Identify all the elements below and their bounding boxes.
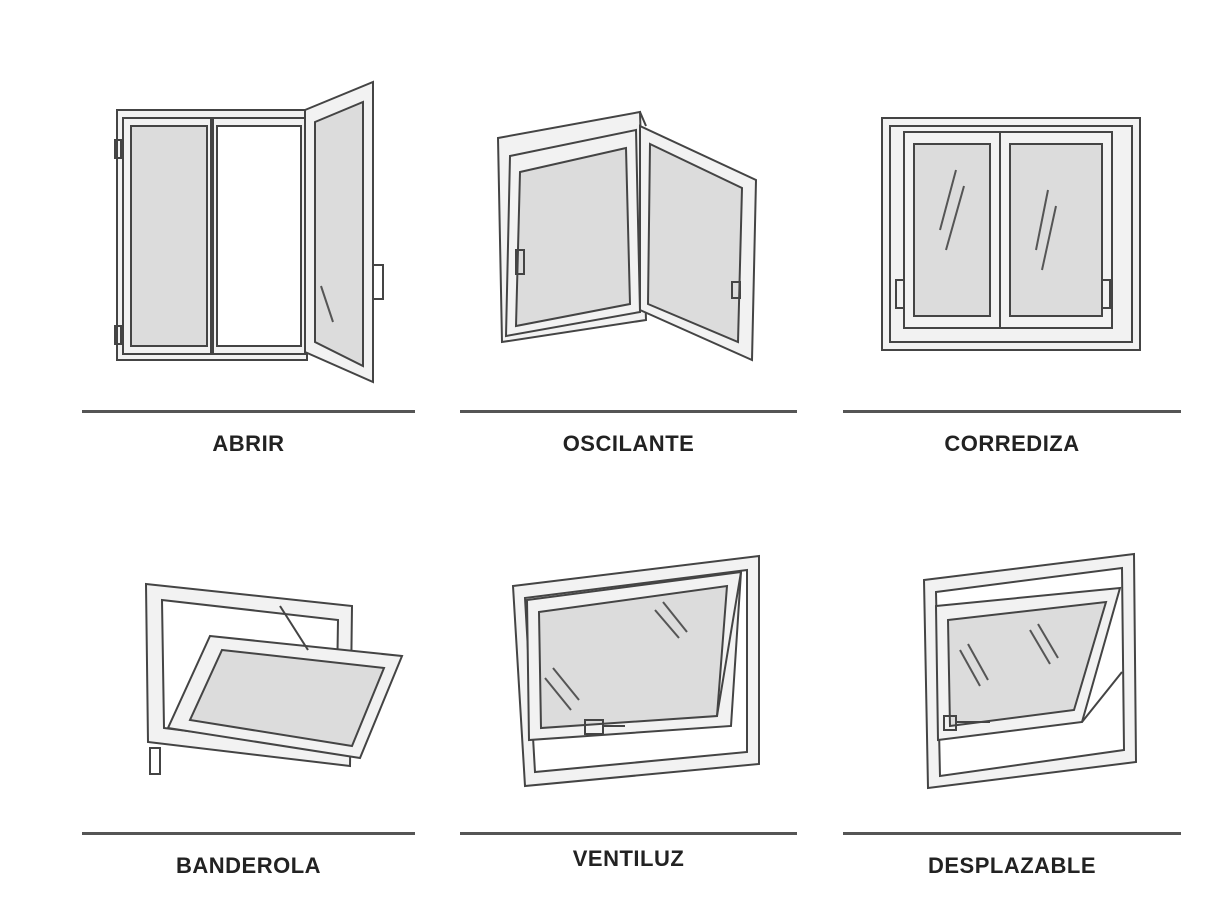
separator-line bbox=[843, 410, 1181, 413]
projecting-window-illustration bbox=[922, 552, 1138, 790]
separator-line bbox=[82, 832, 415, 835]
label-desplazable: DESPLAZABLE bbox=[927, 853, 1097, 878]
separator-line bbox=[460, 832, 797, 835]
label-corrediza: CORREDIZA bbox=[944, 431, 1080, 456]
label-oscilante: OSCILANTE bbox=[562, 431, 695, 456]
separator-line bbox=[843, 832, 1181, 835]
hopper-window-illustration bbox=[144, 582, 404, 775]
label-banderola: BANDEROLA bbox=[175, 853, 322, 878]
label-ventiluz: VENTILUZ bbox=[572, 846, 685, 871]
label-abrir: ABRIR bbox=[212, 431, 285, 456]
separator-line bbox=[82, 410, 415, 413]
tilt-turn-window-illustration bbox=[496, 110, 758, 362]
separator-line bbox=[460, 410, 797, 413]
casement-window-illustration bbox=[114, 80, 384, 384]
sliding-window-illustration bbox=[881, 117, 1141, 351]
awning-window-illustration bbox=[511, 554, 760, 788]
